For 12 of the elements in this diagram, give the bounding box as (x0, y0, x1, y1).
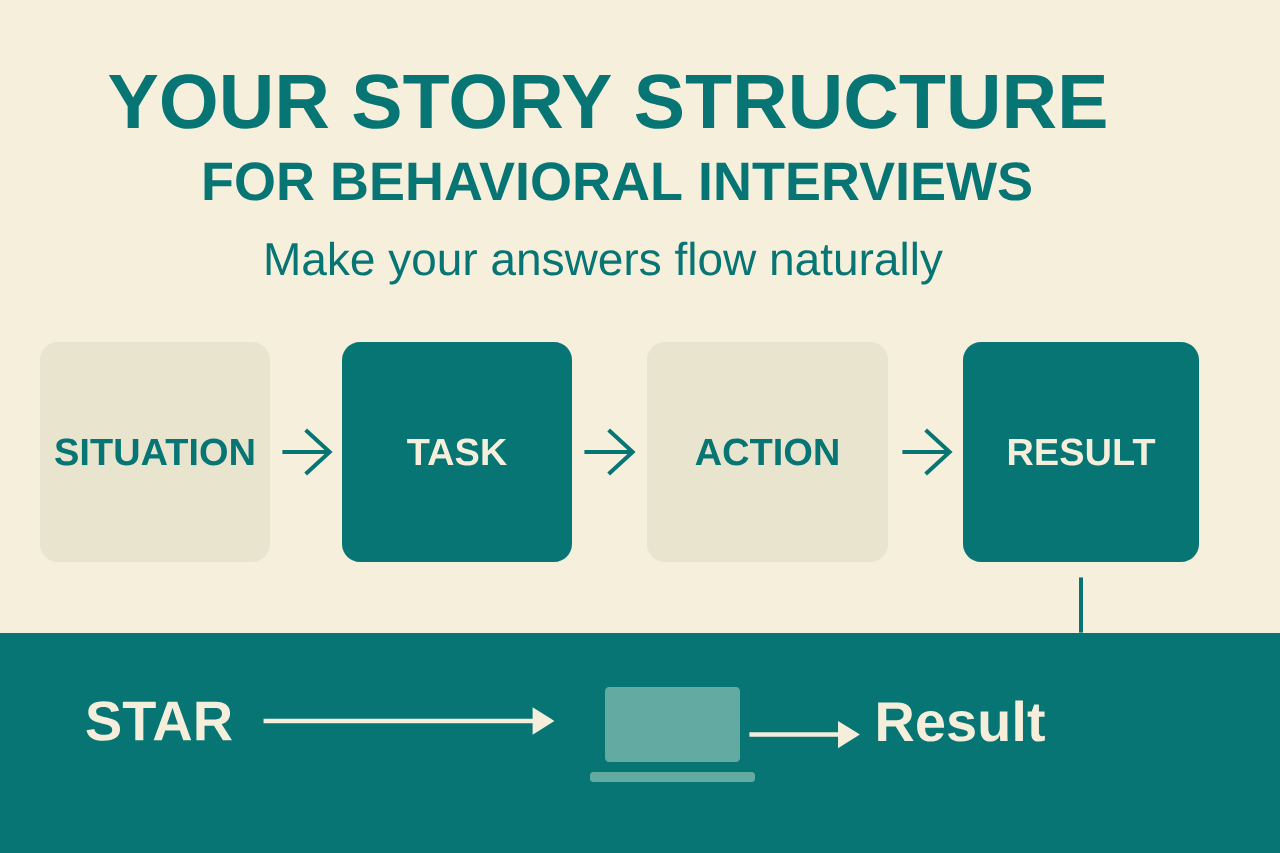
tagline: Make your answers flow naturally (266, 241, 943, 285)
laptop-icon (590, 687, 755, 782)
step-box: TASK (342, 342, 572, 562)
flow-label: Result (878, 700, 1045, 742)
step-box: RESULT (963, 342, 1199, 562)
connector-line (1079, 577, 1083, 633)
footer-band (0, 633, 1280, 853)
flow-label: STAR (86, 701, 232, 741)
step-box: ACTION (647, 342, 888, 562)
step-box: SITUATION (40, 342, 270, 562)
subtitle: FOR BEHAVIORAL INTERVIEWS (204, 162, 1031, 201)
title: YOUR STORY STRUCTURE (108, 74, 1106, 129)
